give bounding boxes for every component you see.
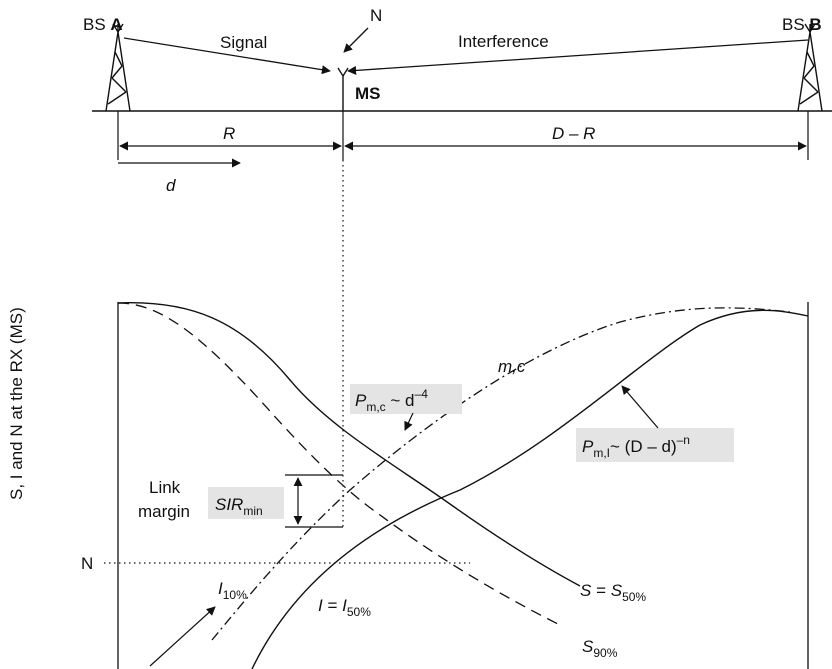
pmc-label-box (350, 384, 462, 414)
bs-b-label: BS B (782, 15, 822, 34)
dim-d-minus-r-label: D – R (552, 124, 595, 143)
ms-label: MS (355, 84, 381, 103)
pmi-pointer (621, 385, 659, 429)
plot: N S, I and N at the RX (MS) m,c Pm,c ~ d… (7, 160, 809, 669)
s50-curve (117, 302, 581, 587)
i10-pointer (149, 606, 216, 667)
pmi-label: Pm,I~ (D – d)–n (582, 433, 690, 460)
i50-label: I = I50% (318, 596, 371, 619)
s90-curve (117, 302, 561, 626)
sir-label-box (208, 487, 284, 519)
noise-arrow (343, 27, 369, 53)
tower-b-icon (797, 23, 823, 112)
signal-arrow (123, 37, 331, 75)
i10-curve (211, 307, 791, 641)
pmc-label: Pm,c ~ d–4 (355, 387, 428, 414)
pmi-label-box (576, 428, 734, 462)
i10-label: I10% (218, 579, 247, 602)
mc-label: m,c (498, 357, 526, 376)
s50-label: S = S50% (580, 581, 646, 604)
interference-arrow (347, 39, 809, 75)
noise-level-label: N (81, 554, 93, 573)
schematic: BS A BS B Signal Interference N MS R D –… (83, 6, 832, 195)
s90-label: S90% (582, 637, 618, 660)
tower-a-icon (105, 23, 131, 112)
ms-antenna-icon (337, 67, 349, 111)
link-margin-label-line1: Link (149, 478, 181, 497)
noise-label: N (370, 6, 382, 25)
y-axis-label: S, I and N at the RX (MS) (7, 307, 26, 500)
link-margin-label-line2: margin (138, 502, 190, 521)
sir-label: SIRmin (215, 495, 263, 518)
bs-a-label: BS A (83, 15, 123, 34)
dim-r-label: R (223, 124, 235, 143)
pmc-pointer (404, 412, 414, 431)
signal-label: Signal (220, 33, 267, 52)
dim-d-label: d (166, 176, 176, 195)
i50-curve (251, 309, 809, 669)
interference-label: Interference (458, 32, 549, 51)
